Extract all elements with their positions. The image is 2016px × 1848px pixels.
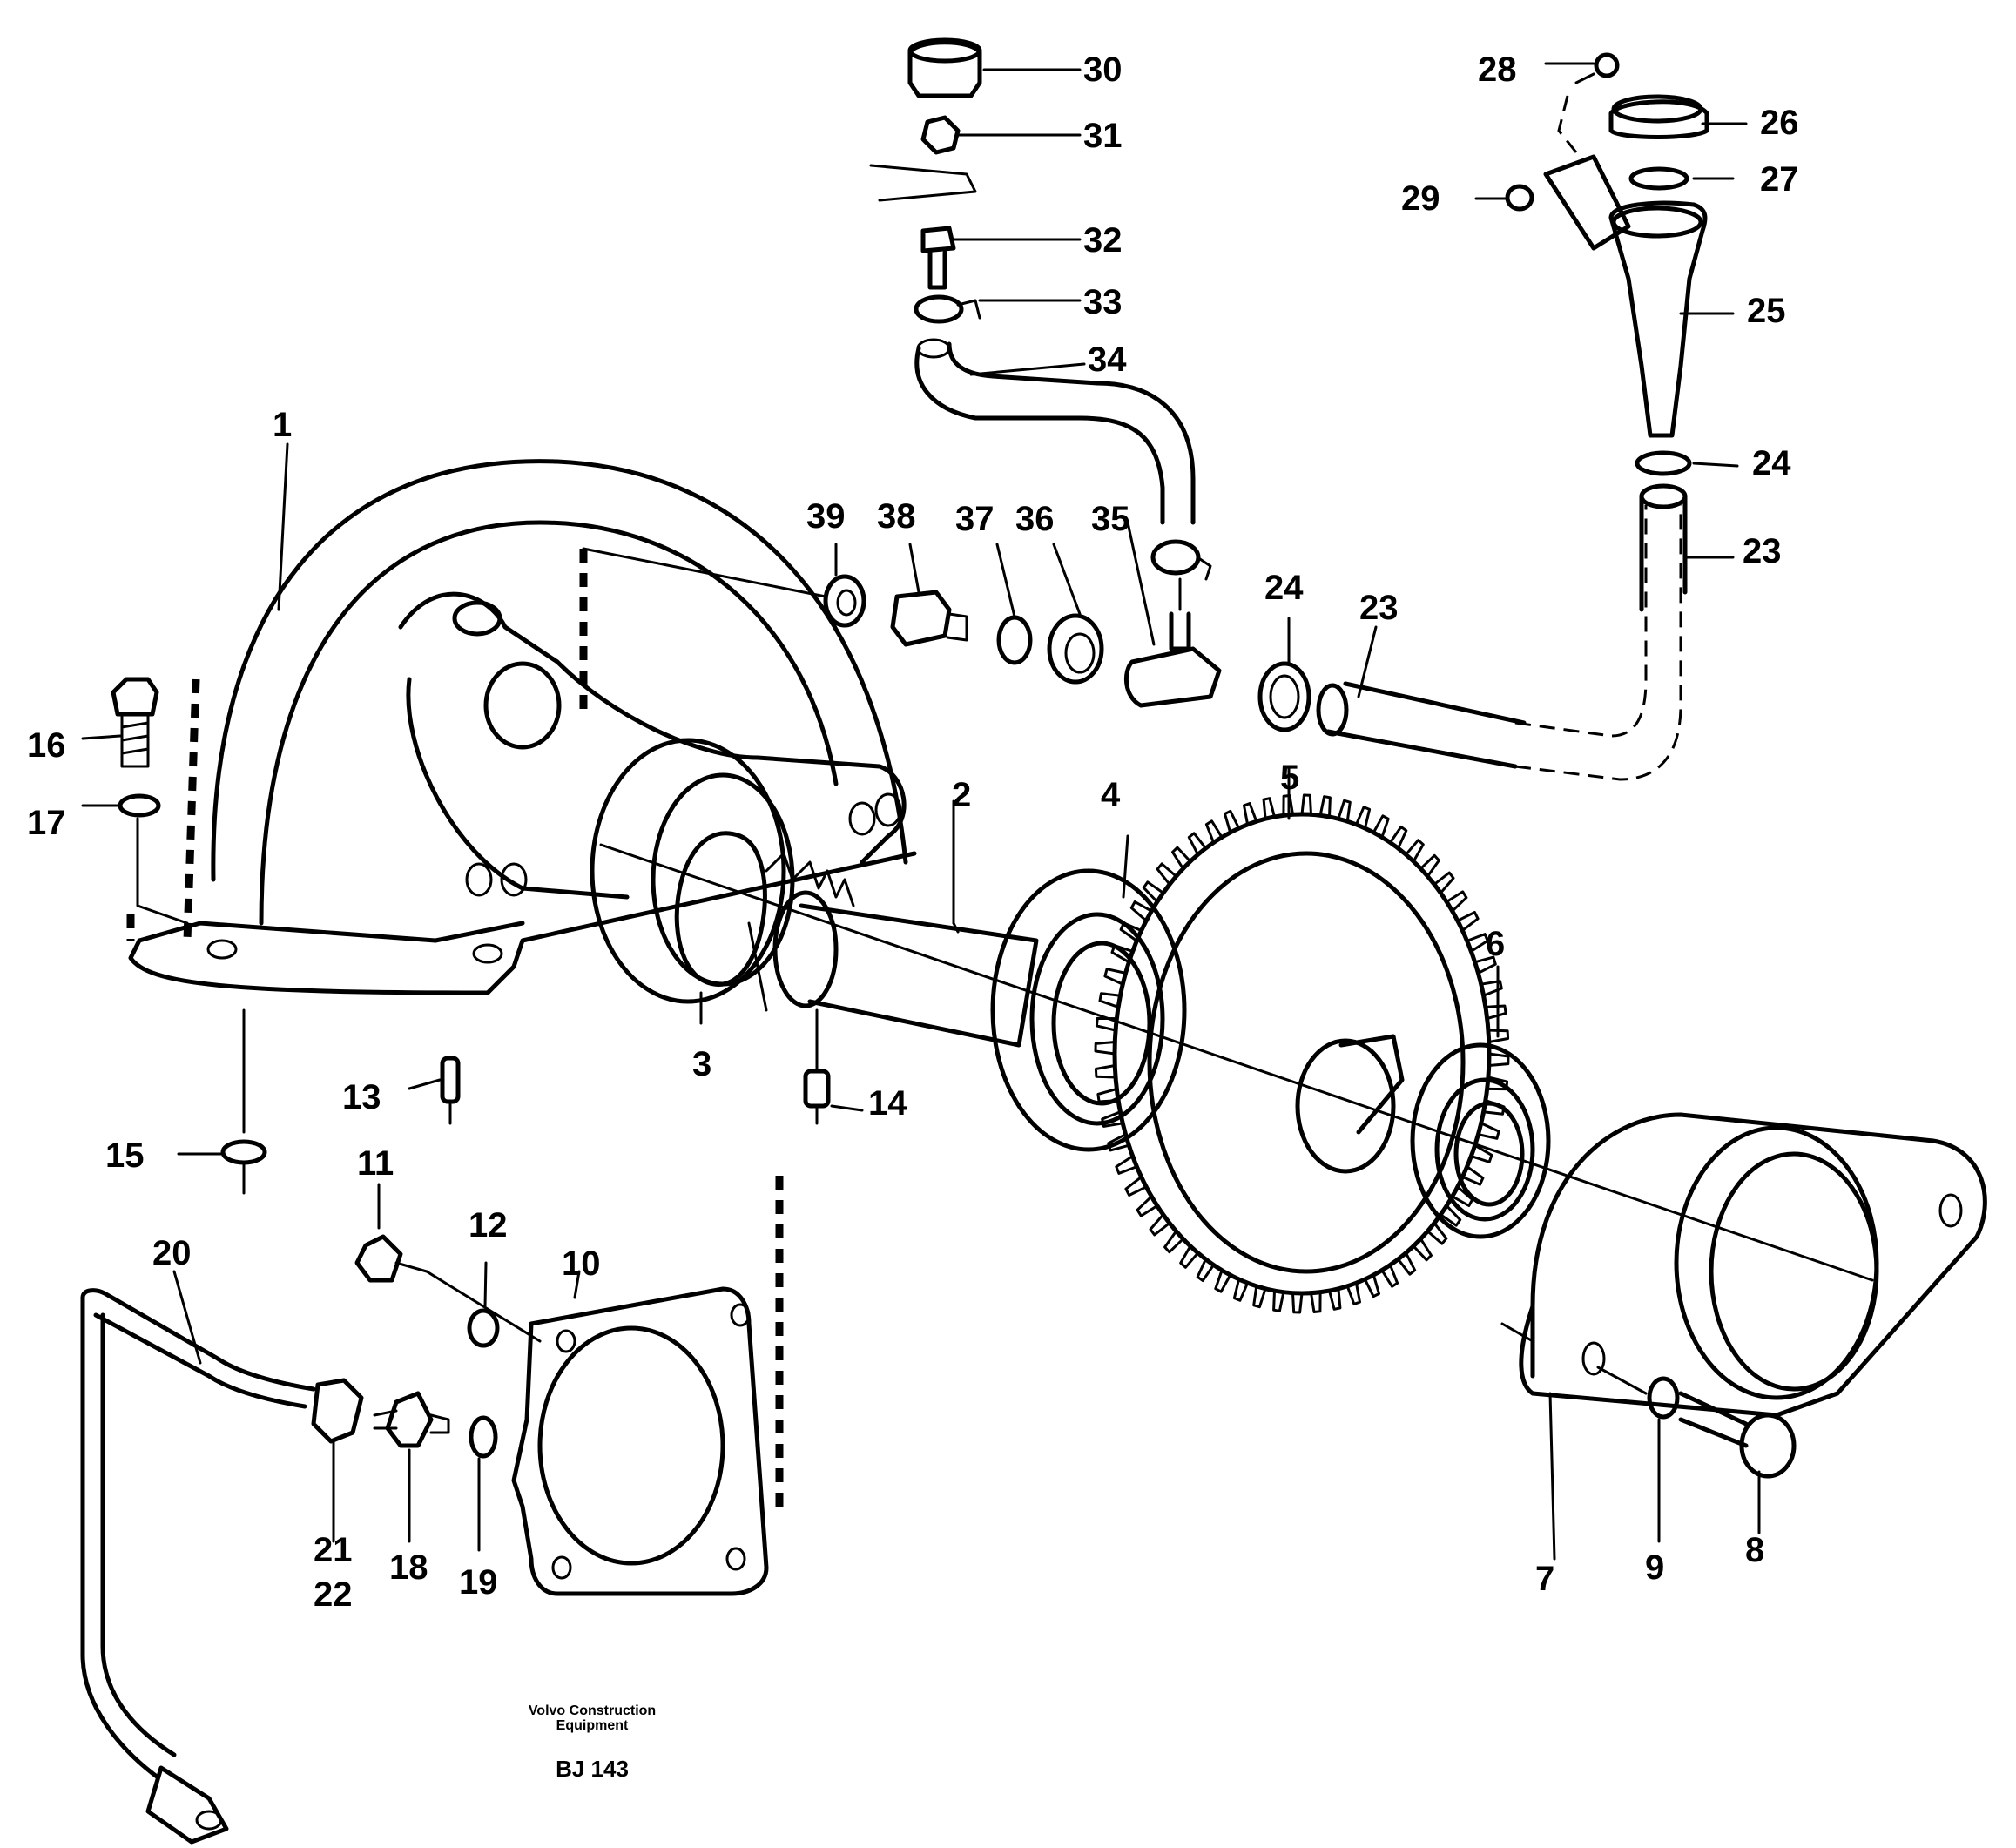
callout-16: 16 [27,726,66,765]
part-7-bearing-cover [1500,1112,1987,1561]
callout-26: 26 [1760,104,1799,142]
part-10-cover-plate [511,1270,769,1596]
callout-25: 25 [1747,292,1786,330]
callout-39: 39 [806,497,846,536]
callout-13: 13 [342,1078,381,1116]
part-16-bolt [81,677,159,768]
callout-9: 9 [1645,1548,1665,1587]
part-11-screw [354,1183,542,1343]
part-17-washer [81,793,189,925]
part-26-filler-cap [1608,94,1748,139]
callout-24-filler-clamp: 24 [1752,444,1791,482]
part-21-nut [311,1378,364,1543]
part-25-filler-neck [1608,200,1735,438]
callout-17: 17 [27,804,66,842]
company-name-line1: Volvo Construction [528,1703,657,1718]
callout-7: 7 [1535,1560,1555,1598]
part-19-washer [469,1415,498,1552]
callout-31: 31 [1083,117,1123,155]
part-28-bolt [1544,52,1620,153]
callout-14: 14 [868,1084,907,1123]
callout-1: 1 [273,406,293,444]
part-38-union [890,543,968,647]
drawing-code: BJ 143 [556,1756,629,1782]
callout-23-vertical-label: 23 [1743,532,1782,570]
part-15-washer [177,1008,267,1195]
callout-21: 21 [314,1531,353,1569]
callout-32: 32 [1083,221,1123,260]
part-37-ring [995,543,1033,665]
callout-20: 20 [152,1234,192,1272]
part-29-nut-bracket [1474,154,1631,251]
callout-37: 37 [955,500,995,538]
callout-8: 8 [1745,1531,1765,1569]
callout-29: 29 [1401,179,1440,218]
callout-5: 5 [1280,759,1300,797]
part-39-washer [582,543,866,628]
callout-28: 28 [1478,51,1517,89]
callout-33: 33 [1083,283,1123,321]
part-1-leader [277,442,289,611]
callout-30: 30 [1083,51,1123,89]
part-12-washer [467,1261,500,1348]
part-18-nipple [373,1391,450,1543]
callout-10: 10 [562,1244,601,1283]
callout-23-hose-label: 23 [1359,589,1399,627]
part-1-housing [126,459,917,1515]
callout-22: 22 [314,1575,353,1614]
part-23-hose [1316,483,1735,781]
part-14-pin [803,1008,864,1125]
callout-11: 11 [357,1144,394,1183]
callout-27: 27 [1760,160,1799,199]
part-13-pin [408,1056,461,1125]
shaft-axis-line [599,843,1874,1282]
part-5-gear [1094,765,1510,1314]
callout-18: 18 [389,1548,428,1587]
part-36-nut [1047,543,1104,685]
part-8-bolt [1678,1391,1797,1534]
callout-35: 35 [1091,500,1130,538]
part-24-clamp [1257,450,1739,732]
part-20-pipe [80,1270,316,1845]
callout-19: 19 [459,1563,498,1602]
part-2-shaft [747,799,1039,1048]
company-name-line2: Equipment [556,1717,629,1733]
callout-12: 12 [469,1206,508,1244]
part-6-seal [1410,965,1551,1239]
callout-6: 6 [1486,925,1506,963]
callout-2: 2 [952,776,972,814]
part-34-hose [914,338,1196,525]
callout-36: 36 [1015,500,1055,538]
part-4-bearing [990,834,1187,1152]
callout-34: 34 [1088,341,1127,379]
callout-3: 3 [692,1045,712,1083]
part-27-gasket [1628,166,1735,191]
part-9-washer [1596,1366,1680,1543]
part-31-nut [869,115,1082,202]
part-32-nipple [920,226,1082,290]
callout-24-hose-clamp: 24 [1264,569,1304,607]
part-33-clamp [914,294,1082,324]
part-35-tee [1123,521,1222,708]
callout-4: 4 [1101,776,1121,814]
callout-15: 15 [105,1136,145,1175]
callout-38: 38 [877,497,916,536]
part-3-circlip [674,831,767,1025]
part-30-breather-cap [907,37,1082,98]
company-name: Volvo Construction Equipment [496,1703,688,1734]
